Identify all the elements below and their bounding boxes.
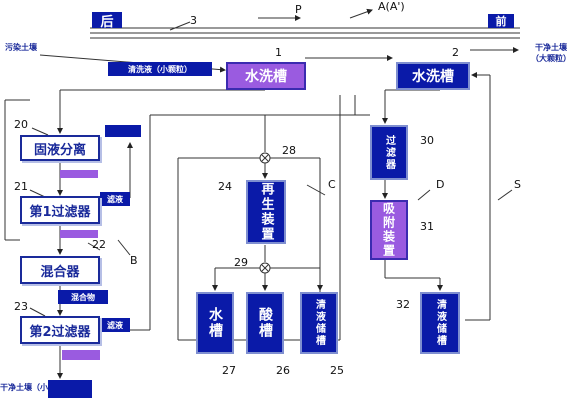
filter-30: 过滤器 xyxy=(370,125,408,180)
ref-23: 23 xyxy=(14,300,28,313)
purple-bar-1 xyxy=(60,170,98,178)
ref-1: 1 xyxy=(275,46,282,59)
purple-bar-2 xyxy=(60,230,98,238)
ref-d: D xyxy=(436,178,445,191)
mixer: 混合器 xyxy=(20,256,100,284)
ref-24: 24 xyxy=(218,180,232,193)
wash-tank-2: 水洗槽 xyxy=(396,62,470,90)
clean-soil-large-label: 干净土壤 （大颗粒） xyxy=(531,43,571,63)
ref-2: 2 xyxy=(452,46,459,59)
ref-29: 29 xyxy=(234,256,248,269)
ref-30: 30 xyxy=(420,134,434,147)
mixture-tag: 混合物 xyxy=(58,290,108,304)
filter-1: 第1过滤器 xyxy=(20,196,100,224)
ref-22: 22 xyxy=(92,238,106,251)
contaminated-soil-label: 污染土壤 xyxy=(5,43,37,52)
regenerator: 再生装置 xyxy=(246,180,286,244)
adsorption-device: 吸附装置 xyxy=(370,200,408,260)
ref-21: 21 xyxy=(14,180,28,193)
filtrate-tag-2: 滤液 xyxy=(100,318,130,332)
ref-32: 32 xyxy=(396,298,410,311)
ref-20: 20 xyxy=(14,118,28,131)
ref-s: S xyxy=(514,178,521,191)
water-tank: 水槽 xyxy=(196,292,234,354)
filter-2: 第2过滤器 xyxy=(20,316,100,344)
wash-tank-1: 水洗槽 xyxy=(226,62,306,90)
acid-tank: 酸槽 xyxy=(246,292,284,354)
ref-31: 31 xyxy=(420,220,434,233)
ref-26: 26 xyxy=(276,364,290,377)
ref-27: 27 xyxy=(222,364,236,377)
ref-28: 28 xyxy=(282,144,296,157)
filtrate-tag-1: 滤液 xyxy=(100,192,130,206)
clean-soil-small-label: 干净土壤（小颗粒） xyxy=(0,383,72,392)
wash-store-2: 清液储槽 xyxy=(420,292,460,354)
ref-c: C xyxy=(328,178,336,191)
purple-bar-3 xyxy=(62,350,100,360)
ref-25: 25 xyxy=(330,364,344,377)
bus-marker xyxy=(105,125,141,137)
ref-a: A(A') xyxy=(378,0,405,13)
ref-b: B xyxy=(130,254,138,267)
wash-store-1: 清液储槽 xyxy=(300,292,338,354)
back-label: 后 xyxy=(92,12,122,30)
ref-3: 3 xyxy=(190,14,197,27)
output-marker xyxy=(48,380,92,398)
solid-liquid-separator: 固液分离 xyxy=(20,135,100,161)
wash-liquid-small-tag: 清洗液（小颗粒） xyxy=(108,62,212,76)
front-label: 前 xyxy=(488,14,514,28)
ref-p: P xyxy=(295,3,302,16)
